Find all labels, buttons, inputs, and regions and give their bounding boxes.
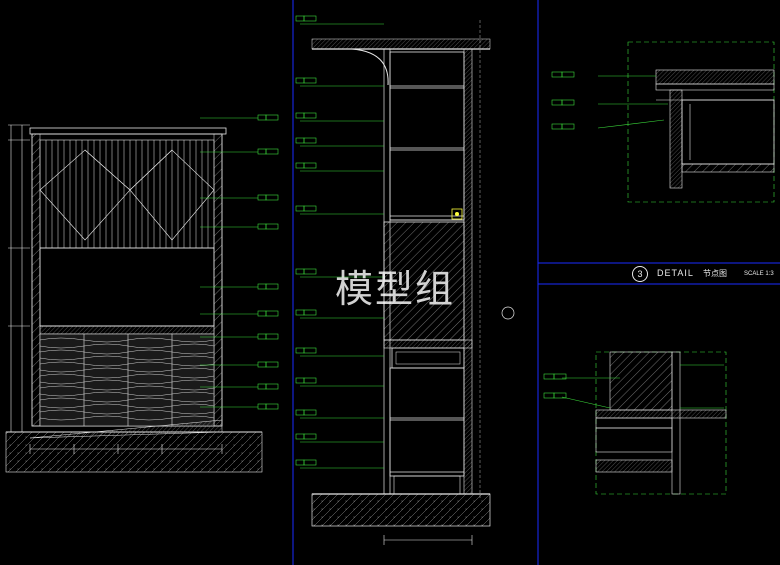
middle-section [295, 15, 515, 545]
detail-top [551, 41, 775, 203]
panel-dividers [292, 0, 780, 565]
detail-title: DETAIL [657, 268, 694, 278]
detail-bottom [543, 351, 727, 495]
left-elevation [5, 114, 279, 473]
detail-number-circle: 3 [632, 266, 648, 282]
watermark-text: 模型组 [334, 267, 455, 311]
detail-subtitle: 节点图 [703, 269, 727, 278]
detail-scale: SCALE 1:3 [744, 271, 774, 277]
